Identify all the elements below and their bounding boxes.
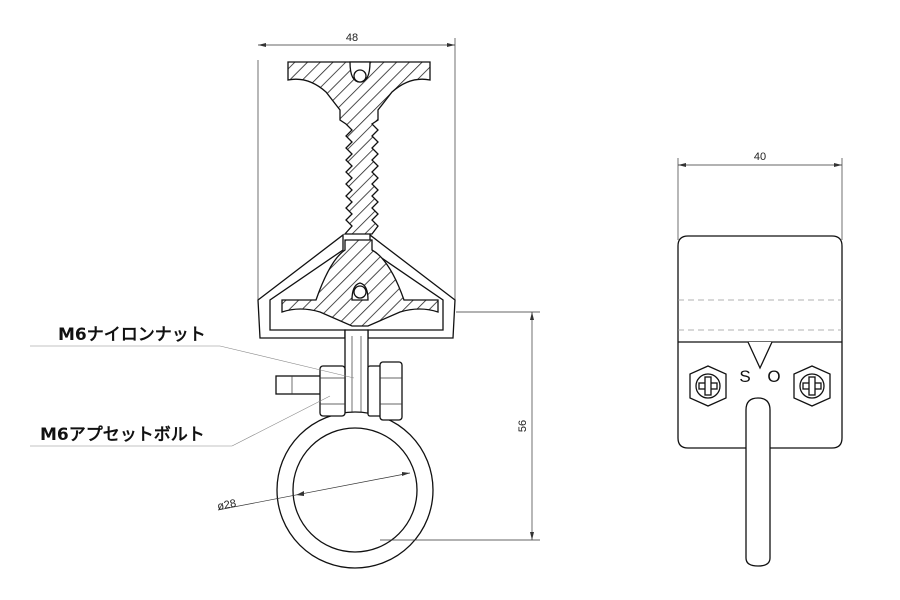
side-rod xyxy=(745,397,771,567)
mark-o: O xyxy=(767,367,780,386)
front-width-label: 48 xyxy=(346,32,358,44)
front-width-dimension: 48 xyxy=(257,32,456,300)
bolt-callout: M6アプセットボルト xyxy=(40,424,205,445)
left-screw-icon xyxy=(689,365,727,407)
bolt xyxy=(275,365,346,417)
ring-diameter-label: ø28 xyxy=(216,498,237,513)
front-height-label: 56 xyxy=(517,420,529,432)
nylon-nut xyxy=(367,361,403,421)
ring-diameter-dimension: ø28 xyxy=(216,472,411,513)
front-height-dimension: 56 xyxy=(380,311,540,541)
side-view: 40 S O xyxy=(677,151,843,567)
bracket-frame xyxy=(257,233,346,339)
callout-leaders xyxy=(30,345,355,447)
nut-callout: M6ナイロンナット xyxy=(58,325,206,345)
ring xyxy=(276,411,434,569)
mark-s: S xyxy=(739,367,750,386)
right-screw-icon xyxy=(793,365,831,407)
top-rail-section xyxy=(287,61,431,235)
front-view: 48 xyxy=(30,32,540,569)
side-width-dimension: 40 xyxy=(677,151,843,240)
side-width-label: 40 xyxy=(754,151,766,163)
